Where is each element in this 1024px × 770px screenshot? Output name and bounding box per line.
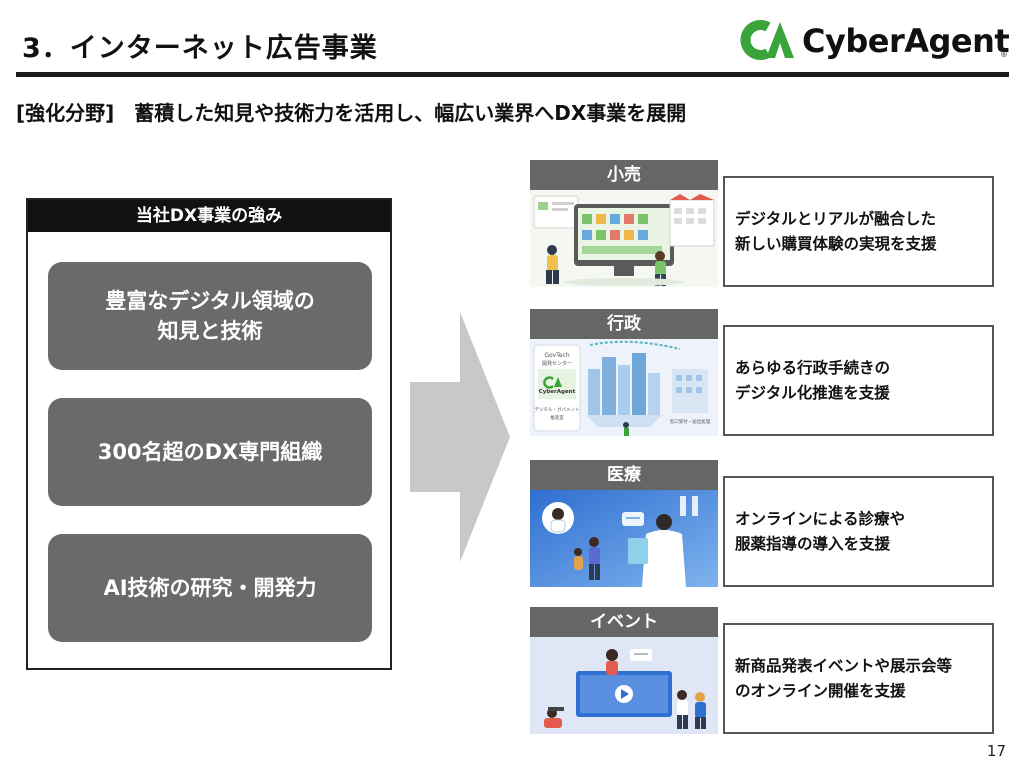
category-government: 行政 GovTech 開発センター CyberAgent デジタル・ガバメント … <box>530 309 995 437</box>
category-tab: 小売 <box>530 160 718 190</box>
strength-item: 豊富なデジタル領域の 知見と技術 <box>48 262 372 370</box>
promotion-office-label: 推進室 <box>550 414 564 421</box>
page-subtitle: [強化分野] 蓄積した知見や技術力を活用し、幅広い業界へDX事業を展開 <box>16 101 687 125</box>
category-description-box: オンラインによる診療や 服薬指導の導入を支援 <box>723 476 994 587</box>
strengths-panel: 当社DX事業の強み 豊富なデジタル領域の 知見と技術 300名超のDX専門組織 … <box>26 198 392 670</box>
registered-mark: ® <box>1000 50 1008 59</box>
category-events: イベント 新商品発表イベントや展示会等 のオンライン開催を支援 <box>530 607 995 735</box>
govtech-label: GovTech <box>544 352 570 359</box>
window-reception-label: 窓口受付・届出処理 <box>670 418 711 425</box>
medical-illustration <box>530 490 718 587</box>
category-description-box: 新商品発表イベントや展示会等 のオンライン開催を支援 <box>723 623 994 734</box>
category-description-box: あらゆる行政手続きの デジタル化推進を支援 <box>723 325 994 436</box>
cyberagent-mini-label: CyberAgent <box>539 389 576 395</box>
page-number: 17 <box>986 742 1006 760</box>
category-description: デジタルとリアルが融合した 新しい購買体験の実現を支援 <box>735 210 937 253</box>
digital-gov-label: デジタル・ガバメント <box>535 406 580 413</box>
strengths-heading: 当社DX事業の強み <box>28 200 390 232</box>
cyberagent-logo: CyberAgent ® <box>738 18 1010 66</box>
page-title: 3．インターネット広告事業 <box>22 33 378 64</box>
retail-illustration <box>530 190 718 287</box>
category-tab: 医療 <box>530 460 718 490</box>
category-description-box: デジタルとリアルが融合した 新しい購買体験の実現を支援 <box>723 176 994 287</box>
strength-item: AI技術の研究・開発力 <box>48 534 372 642</box>
ca-logo-mark <box>740 20 794 60</box>
right-arrow-icon <box>410 312 510 562</box>
category-description: オンラインによる診療や 服薬指導の導入を支援 <box>735 510 906 553</box>
category-medical: 医療 オ <box>530 460 995 588</box>
strength-item: 300名超のDX専門組織 <box>48 398 372 506</box>
title-divider <box>16 72 1009 77</box>
category-retail: 小売 <box>530 160 995 288</box>
category-tab: イベント <box>530 607 718 637</box>
events-illustration <box>530 637 718 734</box>
logo-wordmark: CyberAgent <box>802 22 1010 60</box>
category-description: 新商品発表イベントや展示会等 のオンライン開催を支援 <box>735 657 953 700</box>
category-description: あらゆる行政手続きの デジタル化推進を支援 <box>735 359 891 402</box>
government-illustration: GovTech 開発センター CyberAgent デジタル・ガバメント 推進室… <box>530 339 718 436</box>
dev-center-label: 開発センター <box>542 360 572 367</box>
category-tab: 行政 <box>530 309 718 339</box>
